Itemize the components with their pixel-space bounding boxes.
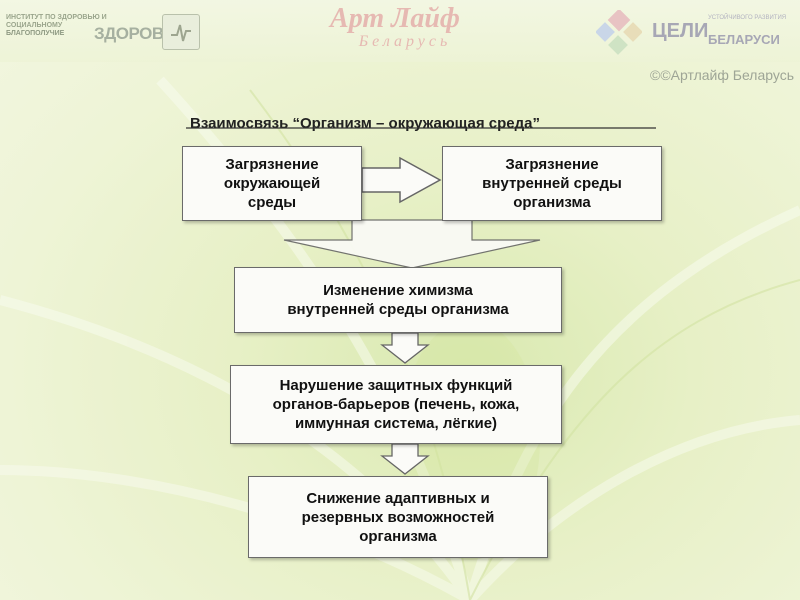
arrow-down-1 xyxy=(380,332,430,364)
box-chemistry-change-text: Изменение химизма внутренней среды орган… xyxy=(287,282,509,318)
box-environment-pollution-text: Загрязнение окружающей среды xyxy=(223,156,321,211)
sdg-logo-small: УСТОЙЧИВОГО РАЗВИТИЯ xyxy=(708,15,787,21)
ornament-icon xyxy=(596,10,642,55)
emblem-icon xyxy=(162,14,200,50)
box-environment-pollution: Загрязнение окружающей среды xyxy=(182,146,362,221)
box-adaptive-decrease: Снижение адаптивных и резервных возможно… xyxy=(248,476,548,558)
arrow-down-large xyxy=(283,219,541,269)
sdg-logo-word: ЦЕЛИ xyxy=(652,20,709,42)
box-adaptive-decrease-text: Снижение адаптивных и резервных возможно… xyxy=(301,489,495,545)
box-barrier-disruption: Нарушение защитных функций органов-барье… xyxy=(230,365,562,444)
box-barrier-disruption-text: Нарушение защитных функций органов-барье… xyxy=(272,377,520,432)
artlife-logo-title: Арт Лайф xyxy=(330,3,460,34)
health-logo-line1: ИНСТИТУТ ПО ЗДОРОВЬЮ И СОЦИАЛЬНОМУ xyxy=(6,14,107,29)
health-logo-line2: БЛАГОПОЛУЧИЕ xyxy=(6,30,65,37)
box-chemistry-change: Изменение химизма внутренней среды орган… xyxy=(234,267,562,333)
artlife-logo-subtitle: Беларусь xyxy=(358,33,452,50)
box-internal-pollution: Загрязнение внутренней среды организма xyxy=(442,146,662,221)
arrow-down-2 xyxy=(380,443,430,475)
copyright-text: ©©Артлайф Беларусь xyxy=(650,67,794,83)
artlife-logo: Арт Лайф Беларусь xyxy=(315,4,475,56)
sdg-logo-country: БЕЛАРУСИ xyxy=(708,32,780,47)
header-band xyxy=(0,0,800,62)
sdg-belarus-logo: ЦЕЛИ УСТОЙЧИВОГО РАЗВИТИЯ БЕЛАРУСИ xyxy=(596,10,796,55)
box-internal-pollution-text: Загрязнение внутренней среды организма xyxy=(482,156,622,211)
arrow-right xyxy=(361,156,442,204)
